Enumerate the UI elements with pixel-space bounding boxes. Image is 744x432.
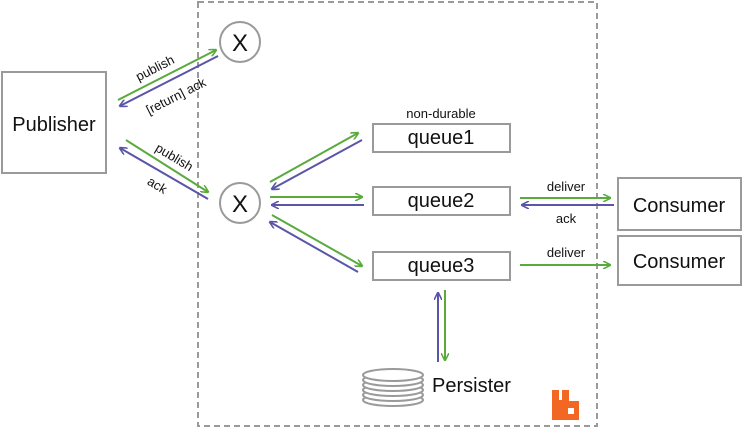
- queue2-box: [372, 186, 511, 216]
- consumer1-label: Consumer: [633, 195, 726, 217]
- publish-mid-label: publish: [153, 140, 196, 174]
- queue1-to-exchange-arrow: [272, 139, 363, 189]
- consumer2-box: [617, 235, 742, 286]
- persister-label: Persister: [432, 375, 511, 397]
- publish-top-arrow: [117, 50, 216, 101]
- ack-mid-arrow: [120, 148, 209, 200]
- exchange-main: [219, 182, 261, 224]
- publisher-box: [1, 71, 107, 174]
- exchange-to-queue3-arrow: [271, 214, 362, 266]
- ack-q2-label: ack: [556, 211, 577, 226]
- rabbitmq-logo-icon: [552, 390, 579, 420]
- exchange-to-queue1-arrow: [269, 133, 358, 183]
- queue2-label: queue2: [408, 190, 475, 212]
- deliver-q2-label: deliver: [547, 179, 586, 194]
- queue3-label: queue3: [408, 255, 475, 277]
- publisher-label: Publisher: [12, 114, 96, 136]
- queue3-to-exchange-arrow: [270, 222, 359, 273]
- consumer1-box: [617, 177, 742, 231]
- exchange-top: [219, 21, 261, 63]
- return-ack-arrow: [120, 55, 219, 106]
- consumer2-label: Consumer: [633, 251, 726, 273]
- queue1-box: [372, 123, 511, 153]
- deliver-q3-label: deliver: [547, 245, 586, 260]
- ack-mid-label: ack: [145, 174, 170, 198]
- exchange-main-symbol: X: [232, 191, 248, 218]
- broker-boundary: [197, 1, 598, 427]
- publish-top-label: publish: [133, 52, 177, 84]
- queue1-durability-label: non-durable: [406, 106, 475, 121]
- queue1-label: queue1: [408, 127, 475, 149]
- queue3-box: [372, 251, 511, 281]
- exchange-top-symbol: X: [232, 30, 248, 57]
- disk-stack-icon: [362, 368, 424, 407]
- publish-mid-arrow: [125, 139, 208, 192]
